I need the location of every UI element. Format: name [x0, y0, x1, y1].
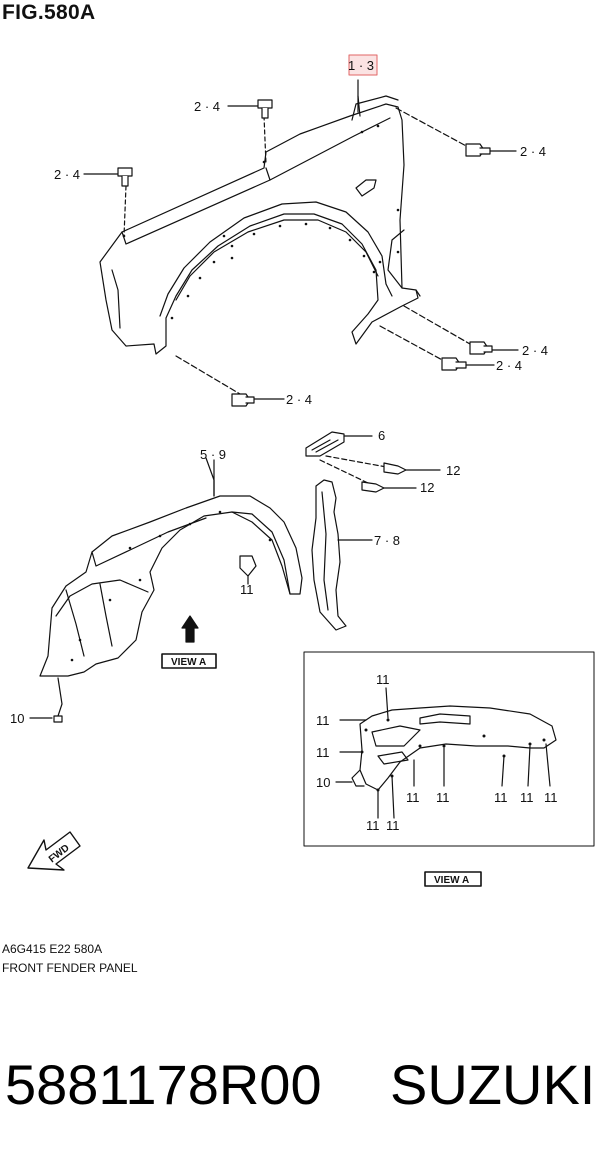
label-screw-12b: 12 [420, 480, 434, 495]
view-a-inset [303, 651, 595, 847]
view-a-tag-inset [424, 871, 482, 887]
fender-seal [311, 479, 373, 631]
label-clip-11-a: 11 [376, 672, 390, 687]
label-clip-11-c: 11 [316, 745, 330, 760]
label-clip-11-h: 11 [544, 790, 558, 805]
fender-label-highlight [348, 54, 378, 76]
view-a-tag-main [161, 653, 217, 669]
label-seal: 7 · 8 [374, 533, 400, 548]
label-clip-11-j: 11 [386, 818, 400, 833]
fwd-arrow-icon [27, 831, 81, 871]
label-clip-11-g: 11 [520, 790, 534, 805]
label-bolt-1: 2 · 4 [194, 99, 220, 114]
label-clip-11-d: 11 [406, 790, 420, 805]
view-a-text-main: VIEW A [171, 657, 206, 668]
label-screw-12a: 12 [446, 463, 460, 478]
label-clip-11-e: 11 [436, 790, 450, 805]
label-bolt-2: 2 · 4 [54, 167, 80, 182]
label-clip-11-i: 11 [366, 818, 380, 833]
fender-bracket [305, 431, 441, 493]
diagram-caption: FRONT FENDER PANEL [2, 961, 138, 975]
label-clip-11-f: 11 [494, 790, 508, 805]
label-liner: 5 · 9 [200, 447, 226, 462]
label-bolt-3: 2 · 4 [520, 144, 546, 159]
part-number: 5881178R00 [5, 1053, 322, 1116]
front-fender-panel [99, 95, 421, 355]
label-clip-10-main: 10 [10, 711, 24, 726]
label-fender: 1 · 3 [348, 58, 374, 73]
bolt-icons [117, 99, 493, 407]
fender-leader-lines [83, 79, 519, 400]
label-clip-11-main: 11 [240, 582, 254, 597]
diagram-code: A6G415 E22 580A [2, 942, 103, 956]
label-clip-11-b: 11 [316, 713, 330, 728]
brand-name: SUZUKI [390, 1053, 596, 1116]
view-a-liner [335, 687, 557, 819]
up-arrow-icon [181, 615, 199, 643]
label-clip-10-inset: 10 [316, 775, 330, 790]
view-a-text-inset: VIEW A [434, 875, 469, 886]
label-bolt-4: 2 · 4 [522, 343, 548, 358]
label-bolt-5: 2 · 4 [496, 358, 522, 373]
label-bolt-6: 2 · 4 [286, 392, 312, 407]
fender-liner [29, 457, 303, 723]
parts-diagram: 1 · 3 2 · 4 2 · 4 2 · 4 2 · 4 2 · 4 2 · … [10, 54, 595, 887]
label-bracket: 6 [378, 428, 385, 443]
figure-title: FIG.580A [2, 1, 96, 24]
